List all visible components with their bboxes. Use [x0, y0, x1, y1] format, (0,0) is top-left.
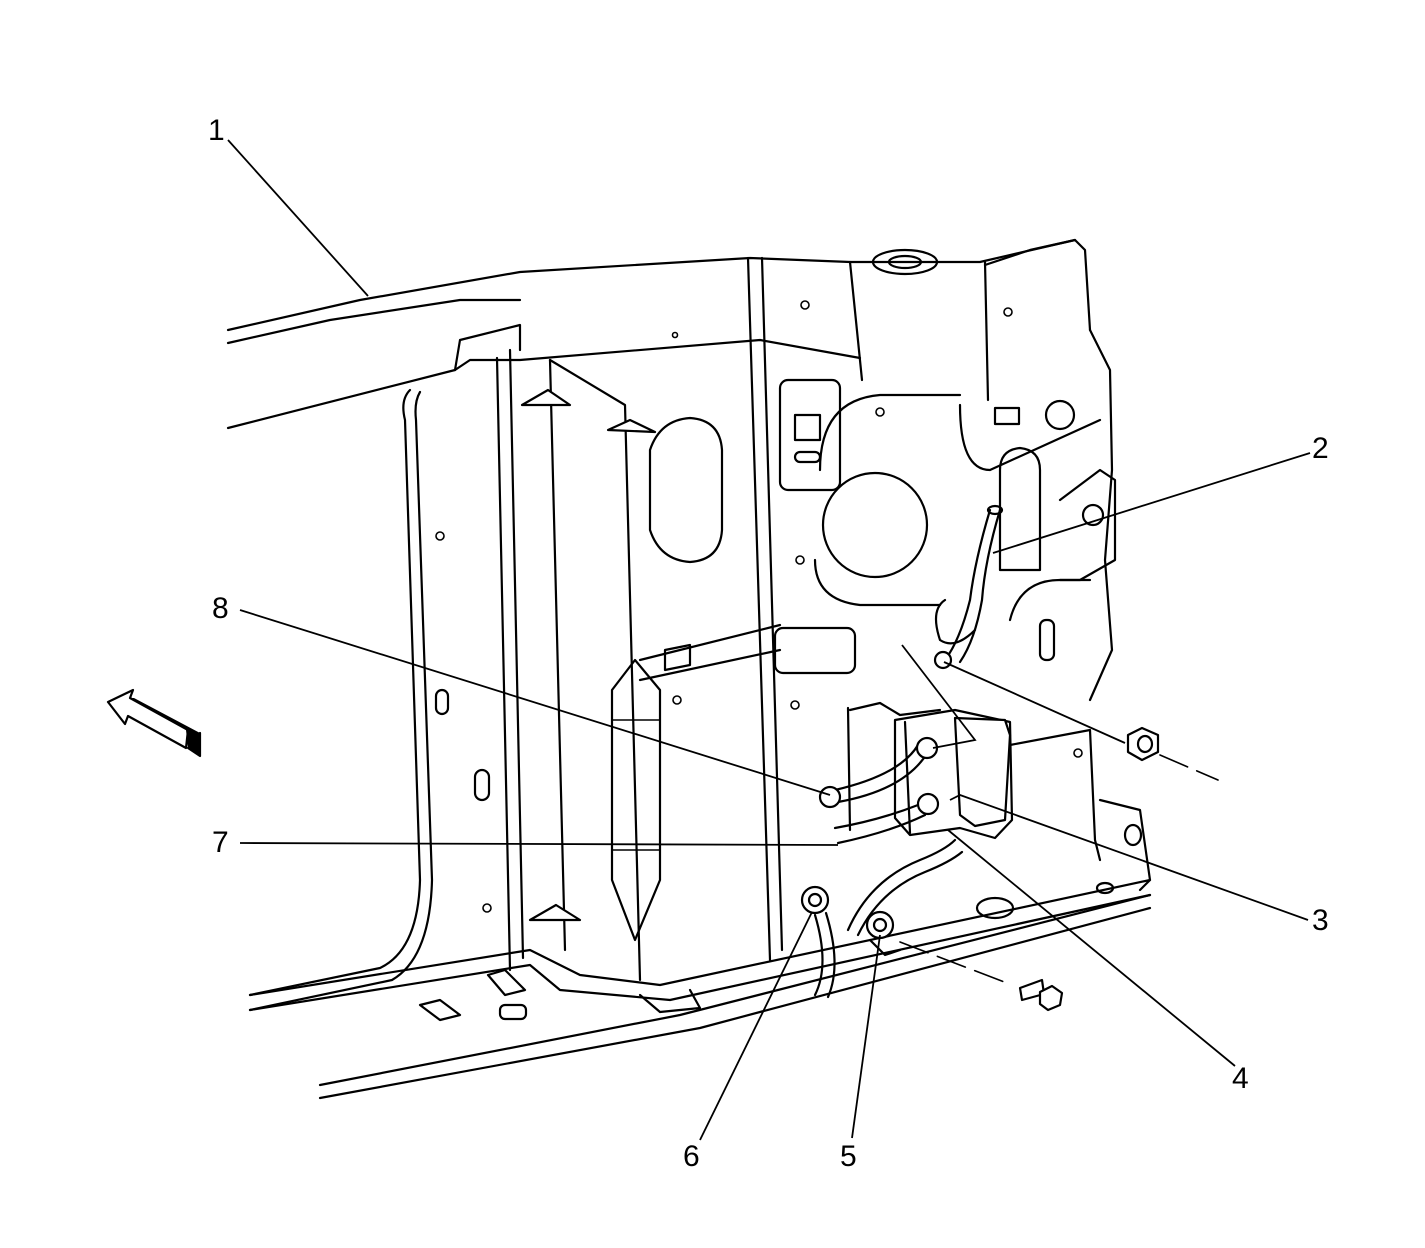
leader-nut [943, 661, 1126, 744]
callout-3: 3 [1312, 904, 1329, 937]
radiator-support-panel [226, 238, 1152, 1100]
callout-5: 5 [840, 1140, 857, 1173]
callout-1: 1 [208, 114, 225, 147]
callout-6: 6 [683, 1140, 700, 1173]
nut-icon [1126, 726, 1219, 781]
leader-8 [239, 609, 831, 796]
leader-5 [851, 934, 881, 1139]
bolt-icon [899, 941, 1064, 1012]
leader-lines [227, 139, 1311, 1141]
front-direction-arrow-icon [106, 688, 202, 758]
callout-2: 2 [1312, 432, 1329, 465]
leader-7 [239, 842, 839, 846]
leader-6 [699, 911, 813, 1141]
junction-block [846, 701, 1014, 840]
callout-7: 7 [212, 826, 229, 859]
callout-8: 8 [212, 592, 229, 625]
callout-4: 4 [1232, 1062, 1249, 1095]
leader-1 [227, 139, 369, 297]
leader-2b [901, 644, 977, 749]
callout-labels: 1 2 3 4 5 6 7 8 [208, 114, 1329, 1173]
leader-3 [949, 794, 1309, 921]
leader-2 [992, 452, 1311, 554]
wiring-harness [800, 504, 1004, 999]
leader-4 [947, 829, 1236, 1067]
